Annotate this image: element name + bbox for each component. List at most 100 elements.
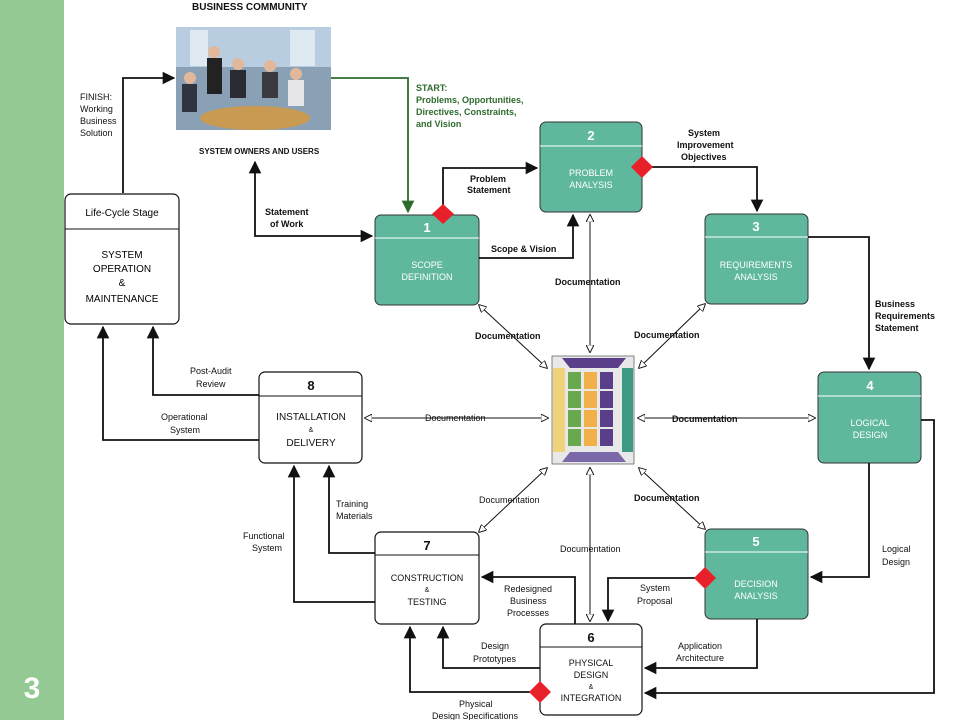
business-community-title: BUSINESS COMMUNITY bbox=[192, 2, 308, 13]
logical-design-label: Logical bbox=[882, 544, 911, 554]
diamond-1 bbox=[432, 204, 454, 224]
svg-text:Materials: Materials bbox=[336, 511, 373, 521]
scope-vision-label: Scope & Vision bbox=[491, 244, 556, 254]
application-architecture-arrow bbox=[643, 619, 758, 675]
business-requirements-arrow bbox=[808, 236, 876, 371]
statement-of-work-arrow bbox=[248, 160, 374, 243]
svg-text:5: 5 bbox=[752, 534, 759, 549]
svg-text:START:: START: bbox=[416, 83, 447, 93]
operational-system-arrow bbox=[96, 325, 259, 441]
phase-1-scope-definition: 1 SCOPE DEFINITION bbox=[374, 214, 480, 306]
doc-label-upper-left: Documentation bbox=[475, 331, 541, 341]
svg-text:Design Specifications: Design Specifications bbox=[432, 711, 519, 720]
design-prototypes-arrow bbox=[436, 625, 540, 669]
svg-text:&: & bbox=[309, 427, 314, 434]
design-prototypes-label: Design bbox=[481, 641, 509, 651]
repository-icon bbox=[551, 355, 635, 465]
diamond-6 bbox=[529, 681, 551, 703]
svg-text:6: 6 bbox=[587, 630, 594, 645]
svg-text:DECISION: DECISION bbox=[734, 579, 778, 589]
scope-vision-arrow bbox=[479, 213, 580, 259]
slide-sidebar bbox=[0, 0, 64, 720]
logical-design-arrow bbox=[809, 463, 870, 584]
svg-text:DEFINITION: DEFINITION bbox=[402, 272, 453, 282]
redesigned-processes-arrow bbox=[480, 570, 576, 624]
svg-text:Working: Working bbox=[80, 104, 113, 114]
business-meeting-photo bbox=[176, 27, 331, 130]
doc-label-bottom: Documentation bbox=[560, 544, 621, 554]
svg-text:Architecture: Architecture bbox=[676, 653, 724, 663]
doc-label-upper-right: Documentation bbox=[634, 330, 700, 340]
physical-specs-label: Physical bbox=[459, 699, 493, 709]
phase-6-physical-design: 6 PHYSICAL DESIGN & INTEGRATION bbox=[539, 623, 643, 716]
svg-text:7: 7 bbox=[423, 538, 430, 553]
application-architecture-label: Application bbox=[678, 641, 722, 651]
system-owners-users-label: SYSTEM OWNERS AND USERS bbox=[199, 147, 320, 156]
svg-text:PHYSICAL: PHYSICAL bbox=[569, 658, 614, 668]
diamond-2 bbox=[631, 156, 653, 178]
svg-text:&: & bbox=[425, 587, 430, 594]
svg-text:TESTING: TESTING bbox=[407, 597, 446, 607]
svg-text:ANALYSIS: ANALYSIS bbox=[734, 272, 777, 282]
business-requirements-label: Business bbox=[875, 299, 915, 309]
svg-text:FINISH:: FINISH: bbox=[80, 92, 112, 102]
statement-of-work-label: Statement bbox=[265, 207, 309, 217]
system-improvement-arrow bbox=[642, 166, 764, 213]
svg-text:OPERATION: OPERATION bbox=[93, 264, 151, 275]
phase-2-problem-analysis: 2 PROBLEM ANALYSIS bbox=[539, 121, 643, 213]
diamond-5 bbox=[694, 567, 716, 589]
post-audit-arrow bbox=[146, 325, 259, 396]
svg-text:MAINTENANCE: MAINTENANCE bbox=[86, 294, 159, 305]
svg-text:LOGICAL: LOGICAL bbox=[850, 418, 889, 428]
functional-system-arrow bbox=[287, 464, 375, 603]
svg-text:Business: Business bbox=[510, 596, 547, 606]
svg-text:2: 2 bbox=[587, 128, 594, 143]
svg-text:SYSTEM: SYSTEM bbox=[101, 250, 142, 261]
doc-label-top: Documentation bbox=[555, 277, 621, 287]
training-materials-arrow bbox=[322, 464, 375, 554]
svg-text:ANALYSIS: ANALYSIS bbox=[569, 180, 612, 190]
decision-diamonds bbox=[432, 156, 716, 703]
start-label: START: Problems, Opportunities, Directiv… bbox=[416, 83, 524, 129]
svg-text:Business: Business bbox=[80, 116, 117, 126]
svg-text:DELIVERY: DELIVERY bbox=[286, 438, 336, 449]
operational-system-label: Operational bbox=[161, 412, 208, 422]
functional-system-label: Functional bbox=[243, 531, 285, 541]
problem-statement-label: Problem bbox=[470, 174, 506, 184]
svg-text:8: 8 bbox=[307, 378, 314, 393]
svg-text:Proposal: Proposal bbox=[637, 596, 673, 606]
svg-text:DESIGN: DESIGN bbox=[574, 670, 609, 680]
svg-text:Problems, Opportunities,: Problems, Opportunities, bbox=[416, 95, 524, 105]
phase-3-requirements-analysis: 3 REQUIREMENTS ANALYSIS bbox=[704, 213, 809, 305]
svg-text:Directives, Constraints,: Directives, Constraints, bbox=[416, 107, 517, 117]
phase-5-decision-analysis: 5 DECISION ANALYSIS bbox=[704, 528, 809, 620]
svg-text:SCOPE: SCOPE bbox=[411, 260, 443, 270]
phase-8-installation-delivery: 8 INSTALLATION & DELIVERY bbox=[258, 371, 363, 464]
svg-text:INSTALLATION: INSTALLATION bbox=[276, 412, 346, 423]
problem-statement-arrow bbox=[442, 161, 539, 215]
svg-text:3: 3 bbox=[752, 219, 759, 234]
svg-text:&: & bbox=[119, 278, 126, 289]
svg-text:Processes: Processes bbox=[507, 608, 550, 618]
start-arrow bbox=[331, 77, 415, 214]
logical-to-physical-arrow bbox=[643, 419, 935, 700]
finish-arrow bbox=[122, 71, 176, 193]
system-proposal-label: System bbox=[640, 583, 670, 593]
svg-text:Improvement: Improvement bbox=[677, 140, 734, 150]
svg-text:Solution: Solution bbox=[80, 128, 113, 138]
lifecycle-stage-box: Life-Cycle Stage SYSTEM OPERATION & MAIN… bbox=[64, 193, 180, 325]
finish-label: FINISH: Working Business Solution bbox=[80, 92, 117, 138]
svg-text:Review: Review bbox=[196, 379, 226, 389]
documentation-arrows bbox=[365, 215, 815, 621]
svg-text:ANALYSIS: ANALYSIS bbox=[734, 591, 777, 601]
svg-text:Requirements: Requirements bbox=[875, 311, 935, 321]
svg-text:DESIGN: DESIGN bbox=[853, 430, 888, 440]
svg-text:Design: Design bbox=[882, 557, 910, 567]
svg-text:Objectives: Objectives bbox=[681, 152, 727, 162]
svg-text:&: & bbox=[589, 684, 594, 691]
doc-label-left: Documentation bbox=[425, 413, 486, 423]
svg-text:of Work: of Work bbox=[270, 219, 304, 229]
phase-7-construction-testing: 7 CONSTRUCTION & TESTING bbox=[374, 531, 480, 625]
svg-text:and Vision: and Vision bbox=[416, 119, 461, 129]
